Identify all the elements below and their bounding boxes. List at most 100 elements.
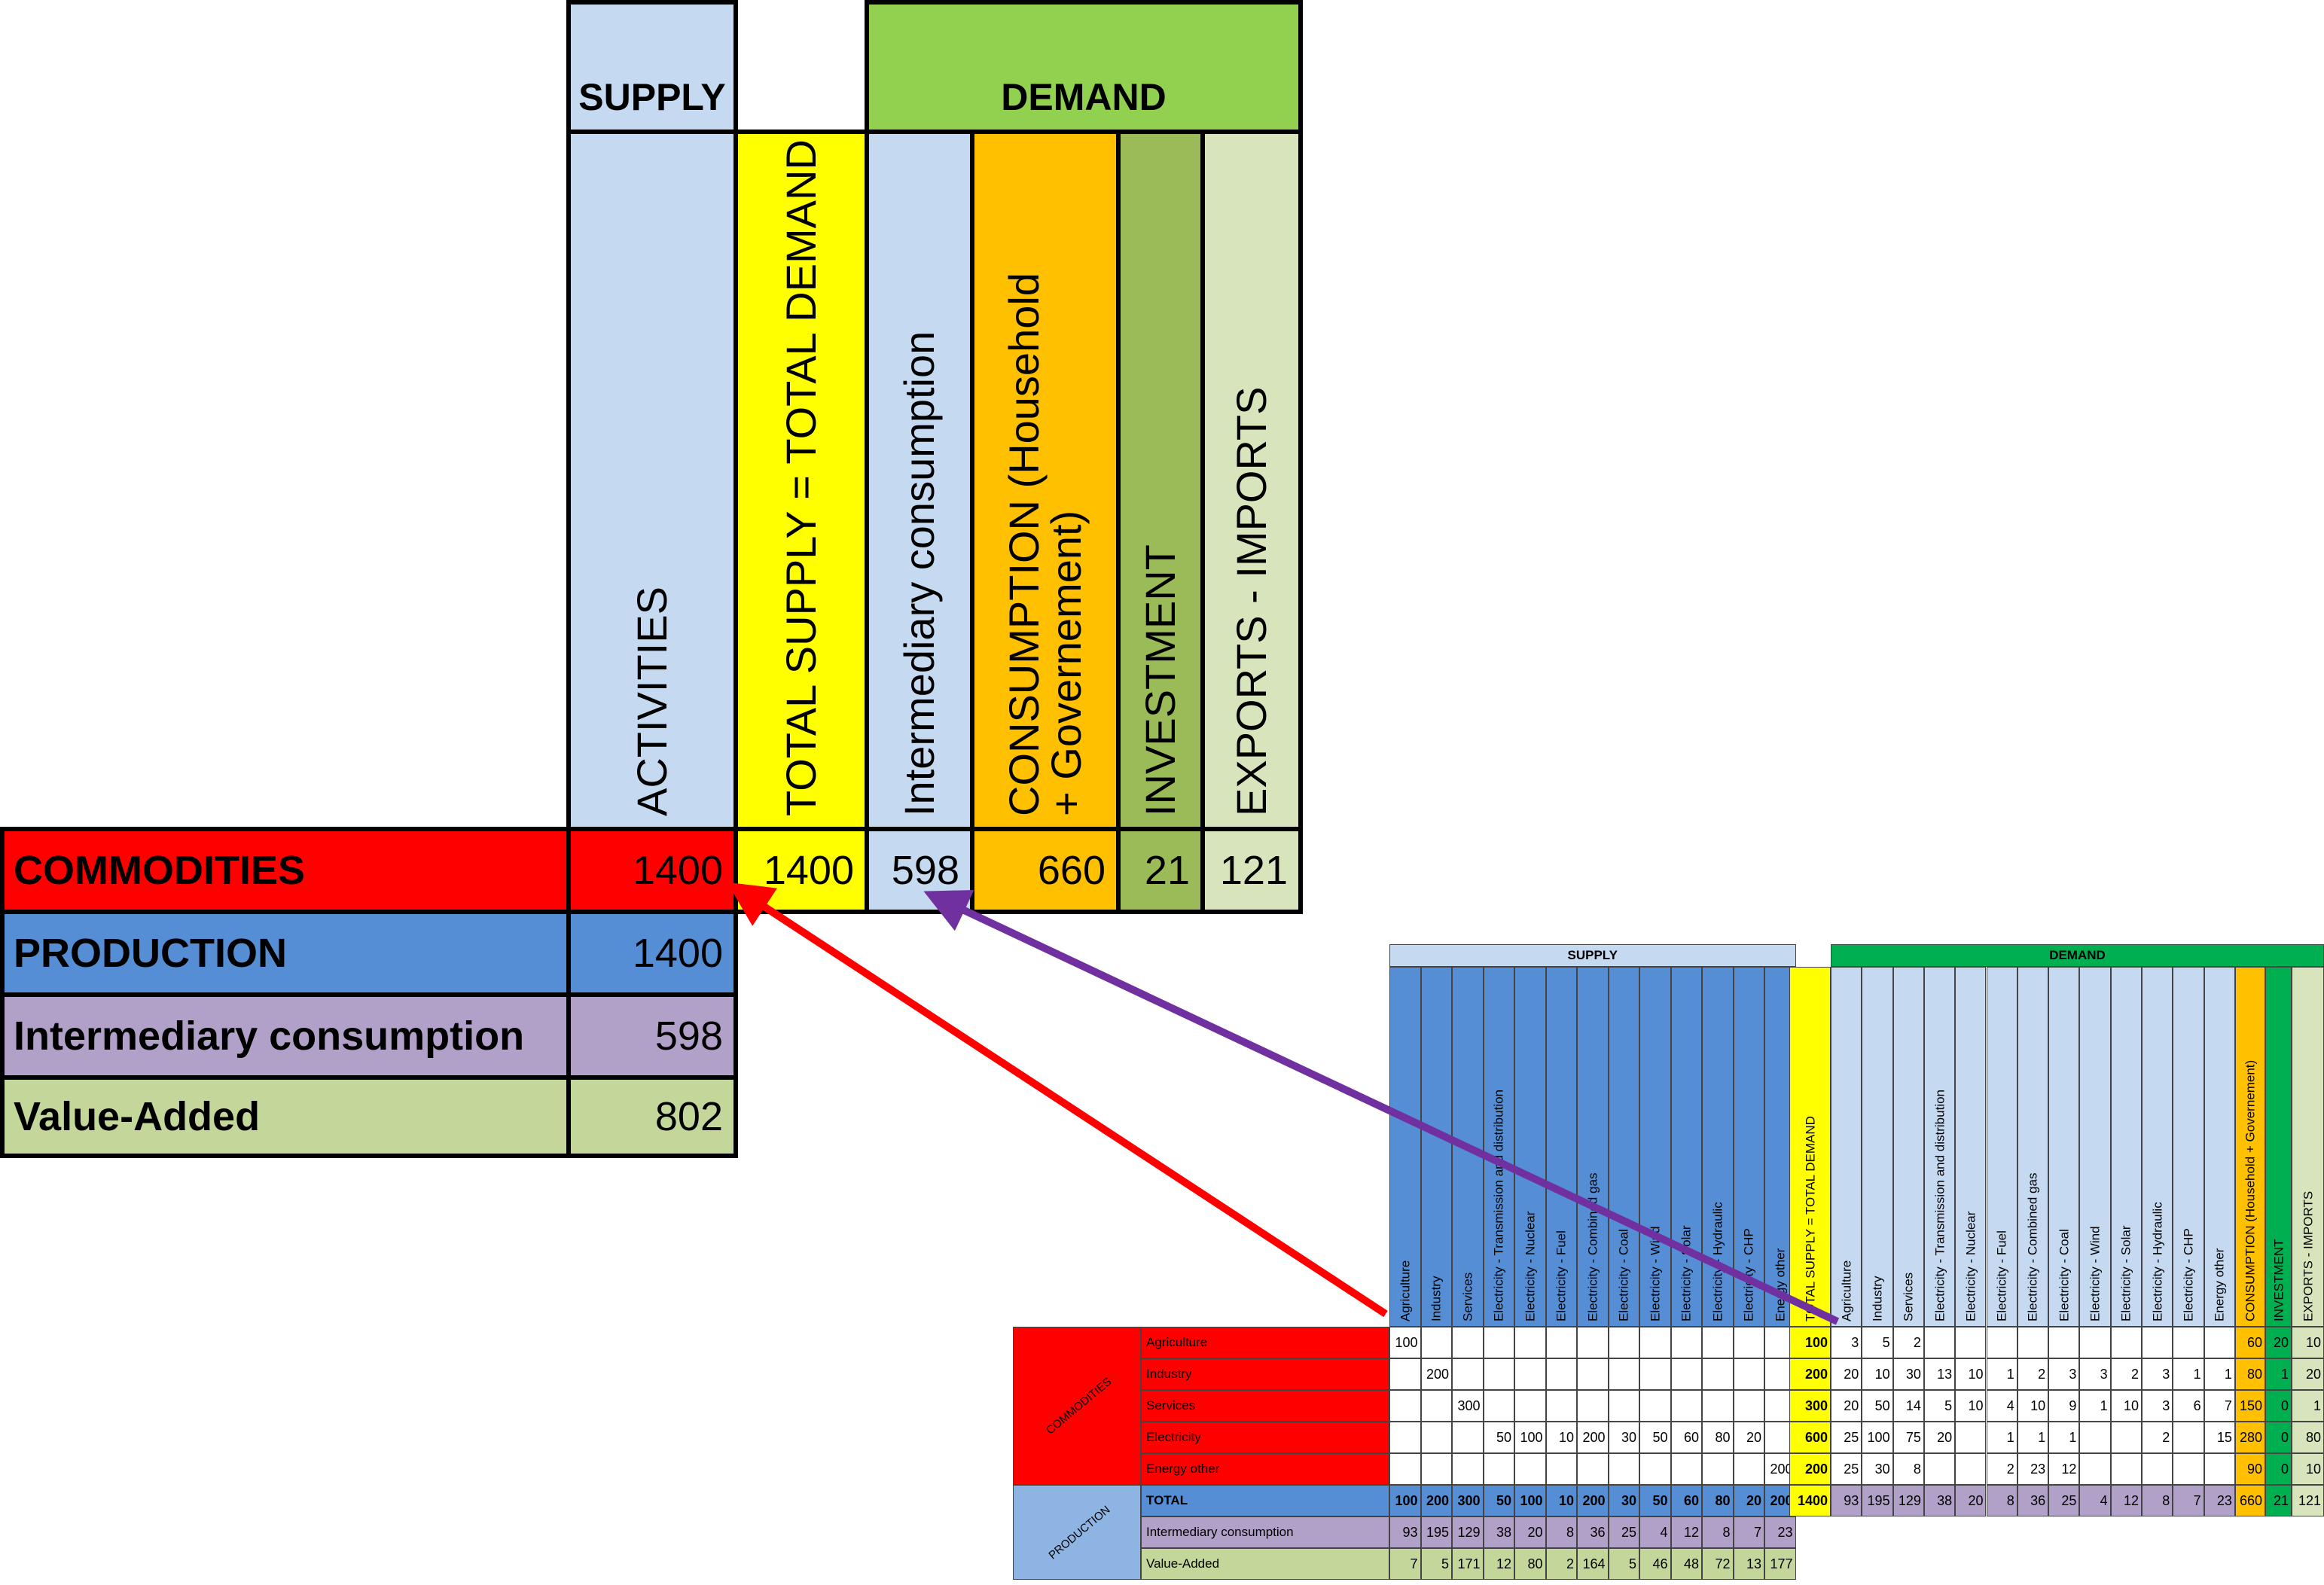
small-demand-col-9: Electricity - Solar xyxy=(2110,967,2142,1327)
purple-arrow-demand-to-intermediary xyxy=(923,890,1840,1325)
small-supply-cell xyxy=(1670,1358,1702,1390)
small-demand-cell: 3 xyxy=(2142,1358,2173,1390)
small-demand-cell: 8 xyxy=(1892,1453,1924,1485)
small-demand-cell xyxy=(1955,1453,1987,1485)
small-supply-cell xyxy=(1702,1453,1734,1485)
small-row-label-2: Services xyxy=(1141,1390,1389,1422)
consumption-value: 660 xyxy=(970,827,1121,914)
small-demand-cell: 1 xyxy=(2048,1422,2080,1453)
exports-column-header: EXPORTS - IMPORTS xyxy=(1200,130,1303,831)
small-supply-cell xyxy=(1545,1358,1577,1390)
small-demand-total-cell: 23 xyxy=(2204,1485,2235,1516)
small-value-added-cell: 13 xyxy=(1733,1548,1764,1580)
small-supply-cell: 50 xyxy=(1639,1422,1671,1453)
consumption-column-header: CONSUMPTION (Household + Governement) xyxy=(970,130,1121,831)
small-supply-col-7: Electricity - Coal xyxy=(1608,967,1639,1327)
small-demand-cell: 3 xyxy=(2142,1390,2173,1422)
small-demand-cell xyxy=(1955,1422,1987,1453)
small-final-cell: 0 xyxy=(2265,1453,2292,1485)
small-supply-cell xyxy=(1639,1327,1671,1358)
small-supply-total-cell: 10 xyxy=(1545,1485,1577,1516)
small-supply-cell xyxy=(1389,1422,1421,1453)
small-supply-col-9: Electricity - Solar xyxy=(1670,967,1702,1327)
small-supply-cell: 200 xyxy=(1577,1422,1609,1453)
small-demand-cell: 20 xyxy=(1831,1358,1862,1390)
small-demand-total-cell: 8 xyxy=(1986,1485,2017,1516)
small-final-cell: 0 xyxy=(2265,1422,2292,1453)
small-supply-cell xyxy=(1514,1453,1546,1485)
small-demand-cell: 25 xyxy=(1831,1422,1862,1453)
small-demand-cell: 3 xyxy=(2079,1358,2111,1390)
small-supply-cell xyxy=(1608,1358,1639,1390)
small-demand-cell: 7 xyxy=(2204,1390,2235,1422)
small-supply-cell xyxy=(1420,1390,1452,1422)
small-value-added-cell: 46 xyxy=(1639,1548,1671,1580)
small-supply-cell xyxy=(1577,1390,1609,1422)
small-demand-cell: 13 xyxy=(1923,1358,1956,1390)
small-supply-col-3: Electricity - Transmission and distribut… xyxy=(1483,967,1514,1327)
supply-header-label: SUPPLY xyxy=(578,76,726,118)
small-supply-cell xyxy=(1389,1390,1421,1422)
value-added-row-label: Value-Added xyxy=(0,1075,571,1158)
small-demand-cell: 10 xyxy=(1955,1390,1987,1422)
small-demand-cell: 5 xyxy=(1862,1327,1893,1358)
small-demand-total-cell: 129 xyxy=(1892,1485,1924,1516)
small-supply-total-cell: 50 xyxy=(1483,1485,1514,1516)
small-demand-cell: 50 xyxy=(1862,1390,1893,1422)
small-supply-cell xyxy=(1483,1390,1514,1422)
small-demand-col-12: Energy other xyxy=(2204,967,2235,1327)
small-final-cell: 90 xyxy=(2235,1453,2265,1485)
small-supply-cell xyxy=(1545,1327,1577,1358)
small-supply-header: SUPPLY xyxy=(1389,944,1796,967)
small-demand-total-cell: 12 xyxy=(2110,1485,2142,1516)
small-exports-col: EXPORTS - IMPORTS xyxy=(2292,967,2324,1327)
small-row-label-0: Agriculture xyxy=(1141,1327,1389,1358)
small-supply-cell: 60 xyxy=(1670,1422,1702,1453)
small-supply-col-5: Electricity - Fuel xyxy=(1545,967,1577,1327)
small-total-cell: 200 xyxy=(1789,1358,1831,1390)
small-demand-cell xyxy=(2142,1453,2173,1485)
small-supply-cell: 30 xyxy=(1608,1422,1639,1453)
small-intermediary-cell: 12 xyxy=(1670,1516,1702,1548)
small-demand-total-cell: 36 xyxy=(2017,1485,2049,1516)
small-supply-cell xyxy=(1702,1358,1734,1390)
small-grand-total-cell: 1400 xyxy=(1789,1485,1831,1516)
small-value-added-cell: 80 xyxy=(1514,1548,1546,1580)
small-supply-cell xyxy=(1545,1453,1577,1485)
small-demand-cell: 1 xyxy=(1986,1422,2017,1453)
small-intermediary-cell: 20 xyxy=(1514,1516,1546,1548)
small-demand-total-cell: 195 xyxy=(1862,1485,1893,1516)
small-intermediary-cell: 195 xyxy=(1420,1516,1452,1548)
small-supply-cell xyxy=(1670,1390,1702,1422)
small-total-row-label: TOTAL xyxy=(1141,1485,1389,1516)
small-final-cell: 1 xyxy=(2265,1358,2292,1390)
small-demand-cell: 1 xyxy=(1986,1358,2017,1390)
small-demand-cell xyxy=(1986,1327,2017,1358)
small-demand-col-10: Electricity - Hydraulic xyxy=(2142,967,2173,1327)
small-demand-total-cell: 8 xyxy=(2142,1485,2173,1516)
small-final-cell: 150 xyxy=(2235,1390,2265,1422)
small-supply-cell xyxy=(1514,1327,1546,1358)
small-demand-cell: 30 xyxy=(1892,1358,1924,1390)
small-value-added-cell: 7 xyxy=(1389,1548,1421,1580)
small-supply-total-cell: 60 xyxy=(1670,1485,1702,1516)
small-intermediary-cell: 36 xyxy=(1577,1516,1609,1548)
investment-value: 21 xyxy=(1116,827,1205,914)
small-supply-total-cell: 300 xyxy=(1452,1485,1484,1516)
small-demand-cell: 1 xyxy=(2079,1390,2111,1422)
intermediary-activities-value: 598 xyxy=(566,992,738,1080)
small-demand-cell: 3 xyxy=(1831,1327,1862,1358)
small-intermediary-cell: 129 xyxy=(1452,1516,1484,1548)
small-supply-cell xyxy=(1452,1327,1484,1358)
small-supply-cell xyxy=(1702,1327,1734,1358)
small-demand-cell: 4 xyxy=(1986,1390,2017,1422)
small-demand-cell: 15 xyxy=(2204,1422,2235,1453)
small-supply-cell: 80 xyxy=(1702,1422,1734,1453)
small-supply-cell xyxy=(1514,1390,1546,1422)
small-supply-cell: 200 xyxy=(1420,1358,1452,1390)
small-demand-cell xyxy=(2079,1453,2111,1485)
small-value-added-cell: 5 xyxy=(1420,1548,1452,1580)
small-total-supply-col: TOTAL SUPPLY = TOTAL DEMAND xyxy=(1789,967,1831,1327)
small-demand-cell xyxy=(2079,1422,2111,1453)
small-demand-cell xyxy=(2173,1422,2204,1453)
